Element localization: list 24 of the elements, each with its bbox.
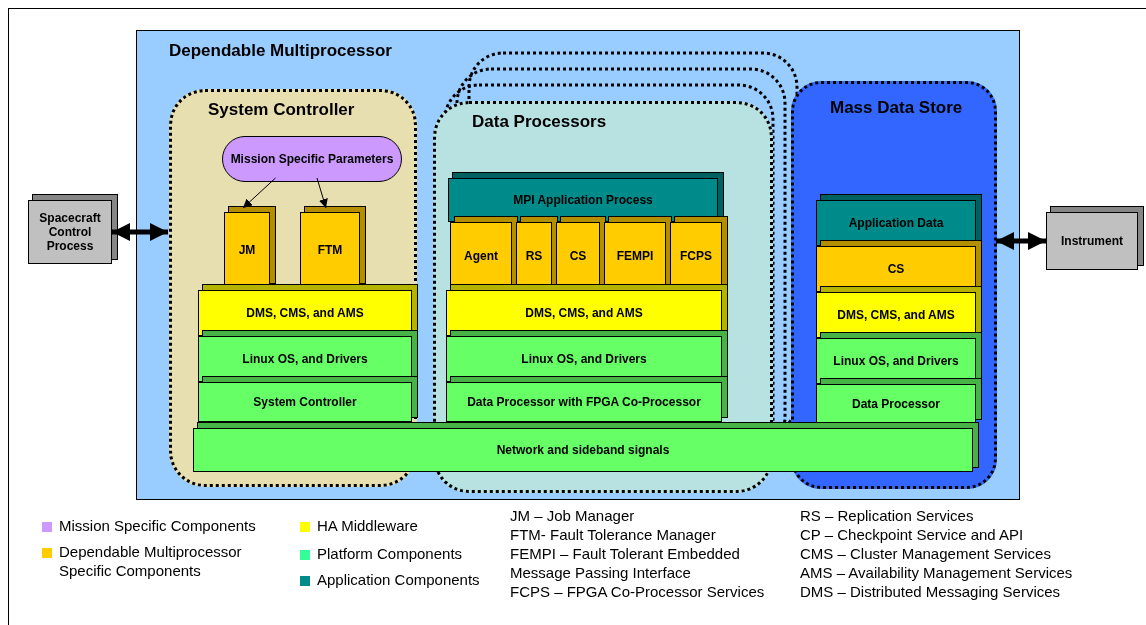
parameter-pill: Mission Specific Parameters <box>222 136 402 182</box>
group-title: Dependable Multiprocessor <box>169 41 392 61</box>
abbreviation-note: FCPS – FPGA Co-Processor Services <box>510 582 766 601</box>
system-panel <box>136 30 1020 500</box>
abbreviation-note: CMS – Cluster Management Services <box>800 544 1052 563</box>
abbreviation-note: AMS – Availability Management Services <box>800 563 1074 582</box>
abbreviation-note: DMS – Distributed Messaging Services <box>800 582 1062 601</box>
abbreviation-note: FEMPI – Fault Tolerant Embedded Message Passing Interface <box>510 544 741 582</box>
abbreviation-note: CP – Checkpoint Service and API <box>800 525 1025 544</box>
arrow <box>242 177 276 209</box>
legend-text: Dependable Multiprocessor Specific Components <box>59 542 243 580</box>
abbreviation-note: RS – Replication Services <box>800 506 975 525</box>
legend-text: Platform Components <box>317 544 464 563</box>
arrow <box>996 232 1046 250</box>
legend-text: HA Middleware <box>317 516 419 535</box>
abbreviation-note: FTM- Fault Tolerance Manager <box>510 525 717 544</box>
group-title: Data Processors <box>472 112 607 132</box>
legend-text: Mission Specific Components <box>59 516 257 535</box>
legend-text: Application Components <box>317 570 481 589</box>
group-title: Mass Data Store <box>830 98 963 118</box>
group-title: System Controller <box>208 100 355 120</box>
abbreviation-note: JM – Job Manager <box>510 506 636 525</box>
arrow <box>112 223 168 241</box>
arrow <box>316 177 328 209</box>
